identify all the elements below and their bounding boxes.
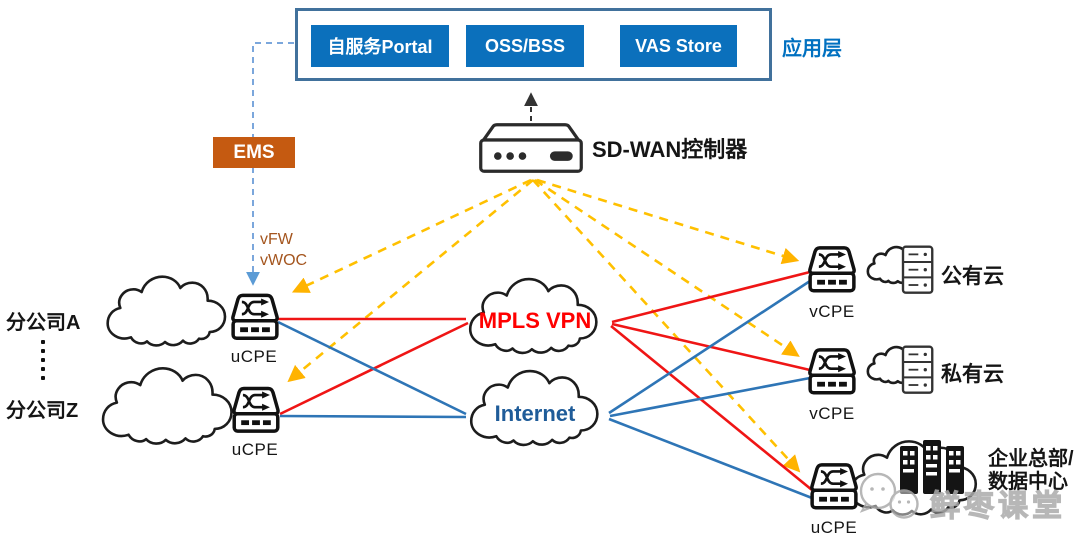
- module-label: VAS Store: [635, 35, 722, 56]
- vfw-label: vFW: [260, 231, 293, 248]
- ems-management-link: [246, 42, 294, 286]
- ems-box: EMS: [213, 137, 295, 168]
- watermark: 鲜枣课堂: [856, 466, 1066, 528]
- module-label: OSS/BSS: [484, 35, 566, 56]
- ucpe-hq-icon: [810, 463, 858, 510]
- internet-links: [277, 279, 813, 500]
- sdwan-controller-icon: [479, 123, 583, 173]
- ucpe-branch-a-icon: [231, 293, 279, 341]
- vcpe-private-label: vCPE: [809, 404, 855, 423]
- application-layer-label: 应用层: [782, 38, 842, 60]
- ems-label: EMS: [233, 141, 275, 163]
- hq-label-line1: 企业总部/: [988, 448, 1074, 470]
- public-cloud-label: 公有云: [941, 265, 1004, 288]
- hq-label-line2: 数据中心: [988, 471, 1068, 493]
- private-cloud-icon: [864, 336, 942, 402]
- internet-label: Internet: [494, 401, 576, 426]
- vnf-labels: vFW vWOC: [260, 229, 307, 271]
- private-cloud-label: 私有云: [941, 363, 1004, 386]
- vcpe-public-icon: [808, 246, 856, 293]
- self-service-portal-module: 自服务Portal: [311, 25, 449, 67]
- ucpe-branch-a-label: uCPE: [230, 347, 278, 366]
- module-label: 自服务Portal: [327, 37, 433, 57]
- vas-store-module: VAS Store: [620, 25, 737, 67]
- branch-a-label: 分公司A: [6, 312, 81, 334]
- vcpe-private-icon: [808, 348, 856, 395]
- ucpe-branch-z-label: uCPE: [231, 440, 279, 459]
- ucpe-branch-z-icon: [232, 386, 280, 433]
- public-cloud-icon: [864, 236, 942, 302]
- branch-a-cloud: [106, 275, 226, 347]
- vcpe-public-label: vCPE: [809, 302, 855, 321]
- mpls-vpn-label: MPLS VPN: [478, 308, 592, 333]
- vwoc-label: vWOC: [260, 252, 308, 269]
- sdwan-controller-label: SD-WAN控制器: [592, 137, 748, 162]
- oss-bss-module: OSS/BSS: [466, 25, 584, 67]
- branch-ellipsis: [41, 340, 45, 380]
- branch-z-label: 分公司Z: [6, 400, 79, 422]
- wechat-bubbles-icon: [859, 472, 919, 519]
- application-layer-box: 自服务Portal OSS/BSS VAS Store: [295, 8, 772, 81]
- branch-z-cloud: [102, 367, 233, 445]
- watermark-text: 鲜枣课堂: [929, 489, 1066, 523]
- ucpe-hq-label: uCPE: [810, 518, 858, 537]
- hq-label: 企业总部/ 数据中心: [988, 448, 1074, 494]
